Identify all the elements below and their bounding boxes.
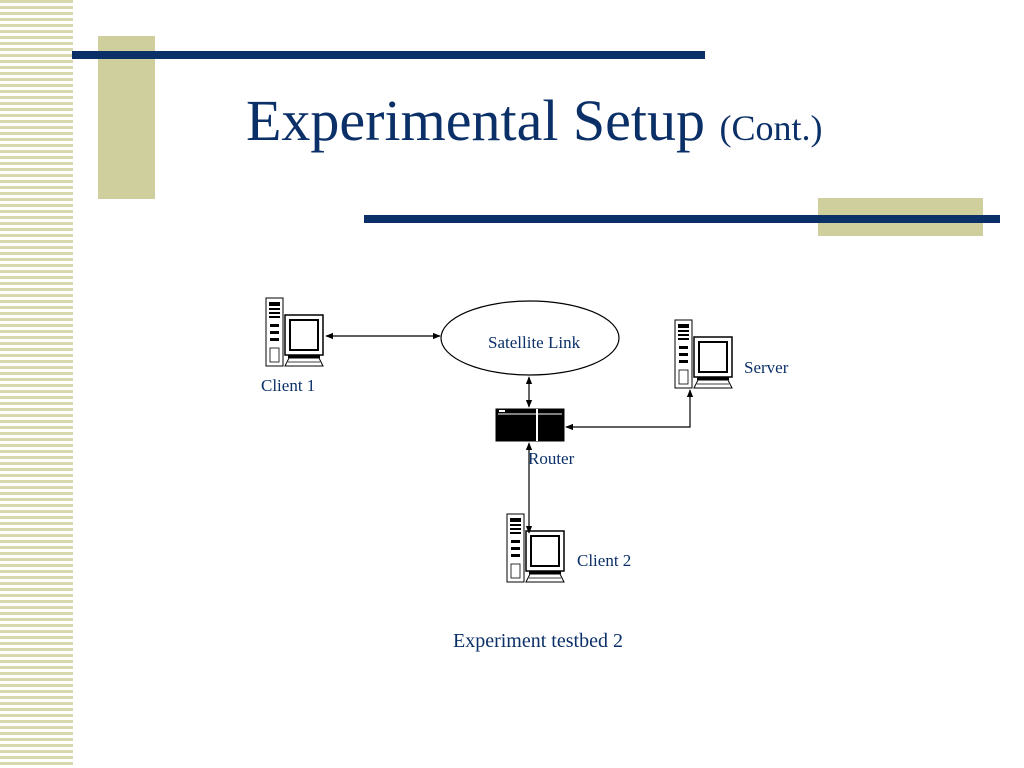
- figure-caption: Experiment testbed 2: [453, 630, 623, 652]
- client1-label: Client 1: [261, 376, 316, 395]
- client1-computer-icon: [265, 297, 324, 367]
- server-label: Server: [744, 358, 789, 377]
- title-suffix: (Cont.): [719, 108, 823, 148]
- server-computer-icon: [674, 319, 733, 389]
- satellite-link-label: Satellite Link: [488, 333, 581, 352]
- router-icon: [495, 408, 565, 442]
- slide-title: Experimental Setup (Cont.): [246, 92, 823, 150]
- left-stripe-decoration: [0, 0, 73, 768]
- title-main: Experimental Setup: [246, 88, 706, 153]
- title-bar-top: [72, 51, 705, 59]
- client2-label: Client 2: [577, 551, 632, 570]
- router-label: Router: [528, 449, 575, 468]
- title-bar-bottom: [364, 215, 1000, 223]
- link-server-router: [565, 389, 694, 431]
- satellite-link-ellipse: [440, 300, 620, 376]
- accent-block-top: [98, 36, 155, 199]
- client2-computer-icon: [506, 513, 565, 583]
